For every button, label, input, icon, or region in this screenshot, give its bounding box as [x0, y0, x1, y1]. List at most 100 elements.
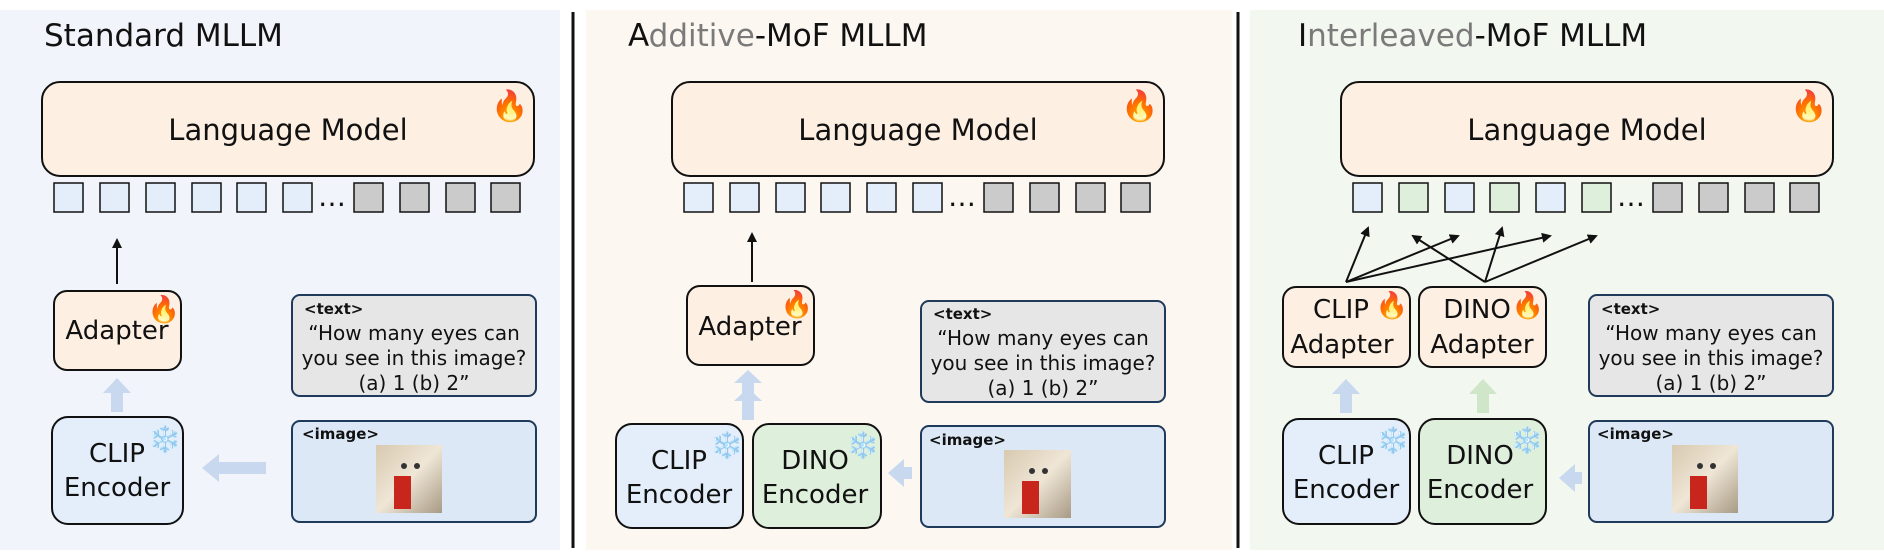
adapter-box	[53, 290, 182, 371]
token-ellipsis: …	[318, 180, 346, 213]
panel-title: Additive-MoF MLLM	[628, 18, 927, 54]
dino-encoder-box	[1418, 418, 1547, 525]
panel-interleaved: Interleaved-MoF MLLM Language Model 🔥 …	[1282, 18, 1834, 525]
dino-interleave-arrow	[1411, 234, 1486, 283]
text-token	[983, 182, 1014, 213]
question-line-3: (a) 1 (b) 2”	[987, 376, 1098, 400]
cat-image	[1672, 445, 1738, 513]
token-row: …	[1352, 180, 1820, 213]
text-token	[1652, 182, 1683, 213]
snowflake-icon: ❄️	[711, 430, 743, 461]
dino-adapter-label-line1: DINO	[1443, 295, 1511, 325]
text-token	[1698, 182, 1729, 213]
visual-token	[729, 182, 760, 213]
panel-title: Standard MLLM	[44, 18, 283, 54]
dino-encoder-to-adapter-arrow	[1469, 379, 1497, 413]
text-token	[1789, 182, 1820, 213]
text-input-box	[920, 300, 1166, 403]
clip-encoder-box	[51, 416, 184, 525]
encoders-to-adapter-arrow	[734, 388, 762, 420]
question-line-2: you see in this image?	[302, 346, 527, 370]
snowflake-icon: ❄️	[1511, 425, 1543, 456]
cat-image	[376, 445, 442, 513]
question-line-1: “How many eyes can	[1605, 321, 1817, 345]
dino-interleave-arrow	[1484, 234, 1598, 283]
token-row: …	[683, 180, 1151, 213]
text-token	[1120, 182, 1151, 213]
question-line-3: (a) 1 (b) 2”	[358, 371, 469, 395]
fire-icon: 🔥	[1512, 290, 1544, 321]
text-token	[399, 182, 430, 213]
visual-token	[53, 182, 84, 213]
panel-standard: Standard MLLM Language Model 🔥 … Adapter…	[41, 18, 537, 525]
image-tag: <image>	[302, 425, 379, 443]
encoder-to-adapter-arrow	[103, 378, 131, 412]
fire-icon: 🔥	[1790, 88, 1827, 124]
language-model-box	[1340, 81, 1834, 177]
dino-token	[1489, 182, 1520, 213]
language-model-box	[41, 81, 535, 177]
token-ellipsis: …	[1617, 180, 1645, 213]
snowflake-icon: ❄️	[847, 430, 879, 461]
title-rest: -MoF MLLM	[1475, 18, 1648, 54]
clip-interleave-arrow	[1345, 226, 1370, 283]
clip-token	[1444, 182, 1475, 213]
cat-image	[1004, 450, 1071, 518]
dino-adapter-box	[1418, 286, 1547, 368]
text-token	[1075, 182, 1106, 213]
visual-token	[912, 182, 943, 213]
token-ellipsis: …	[948, 180, 976, 213]
snowflake-icon: ❄️	[149, 424, 181, 455]
clip-interleave-arrow	[1345, 234, 1460, 283]
question-line-2: you see in this image?	[1599, 346, 1824, 370]
dino-encoder-label-line2: Encoder	[762, 480, 869, 510]
title-highlight: A	[628, 18, 649, 54]
image-to-encoder-arrow	[888, 459, 912, 487]
clip-encoder-label-line2: Encoder	[626, 480, 733, 510]
clip-encoder-label-line1: CLIP	[651, 446, 707, 476]
visual-token	[775, 182, 806, 213]
dino-encoder-box	[752, 423, 882, 529]
image-tag: <image>	[1597, 425, 1674, 443]
visual-token	[191, 182, 222, 213]
clip-encoder-label-line2: Encoder	[1293, 475, 1400, 505]
text-token	[1029, 182, 1060, 213]
question-line-3: (a) 1 (b) 2”	[1655, 371, 1766, 395]
dino-encoder-label-line2: Encoder	[1427, 475, 1534, 505]
text-token	[1744, 182, 1775, 213]
fire-icon: 🔥	[148, 294, 180, 325]
clip-encoder-box	[615, 423, 744, 529]
fire-icon: 🔥	[781, 289, 813, 320]
visual-token	[236, 182, 267, 213]
image-to-encoder-arrow	[1559, 464, 1582, 492]
clip-encoder-label-line1: CLIP	[89, 439, 145, 469]
clip-adapter-box	[1282, 286, 1411, 368]
dino-token	[1581, 182, 1612, 213]
visual-token	[820, 182, 851, 213]
question-line-1: “How many eyes can	[937, 326, 1149, 350]
clip-token	[1535, 182, 1566, 213]
snowflake-icon: ❄️	[1377, 425, 1409, 456]
text-token	[353, 182, 384, 213]
image-tag: <image>	[929, 431, 1006, 449]
language-model-label: Language Model	[1467, 113, 1706, 147]
text-input-box	[291, 294, 537, 397]
clip-encoder-box	[1282, 418, 1411, 525]
clip-encoder-label-line2: Encoder	[64, 473, 171, 503]
visual-token	[145, 182, 176, 213]
text-token	[445, 182, 476, 213]
adapter-box	[686, 285, 815, 366]
question-line-1: “How many eyes can	[308, 321, 520, 345]
dino-adapter-label-line2: Adapter	[1430, 330, 1533, 360]
dino-encoder-label-line1: DINO	[781, 446, 849, 476]
adapter-label: Adapter	[698, 312, 801, 342]
token-row: …	[53, 180, 521, 213]
question-line-2: you see in this image?	[931, 351, 1156, 375]
fire-icon: 🔥	[1376, 290, 1408, 321]
interleave-arrows	[1345, 226, 1598, 283]
clip-encoder-label-line1: CLIP	[1318, 441, 1374, 471]
text-tag: <text>	[933, 305, 992, 323]
language-model-box	[671, 81, 1165, 177]
title-rest: -MoF MLLM	[755, 18, 928, 54]
